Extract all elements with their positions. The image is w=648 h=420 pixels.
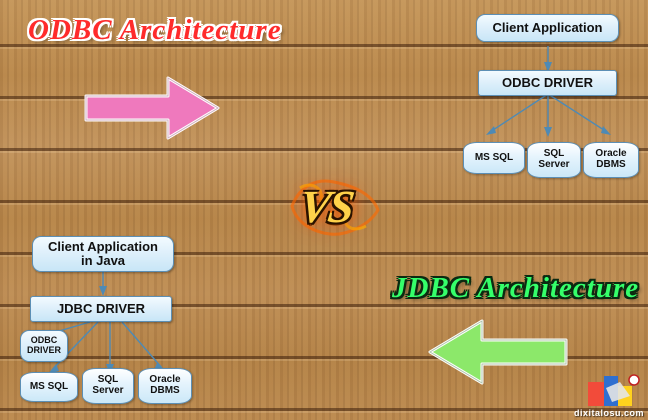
logo-icon (588, 374, 640, 406)
jdbc-architecture-title: JDBC Architecture (392, 272, 640, 304)
jdbc-driver-label: JDBC DRIVER (56, 300, 146, 316)
jdbc-client-application-label-line1: Client Application (47, 238, 159, 254)
watermark: dixitalosu.com (574, 374, 644, 418)
jdbc-client-application-box[interactable]: Client Application in Java (32, 236, 174, 272)
versus-badge: VS (286, 176, 382, 238)
odbc-db-oracle-dbms-label: Oracle DBMS (595, 148, 627, 170)
jdbc-db-oracle-dbms-label: Oracle DBMS (149, 374, 181, 396)
jdbc-green-arrow-icon (428, 319, 568, 385)
odbc-driver-label: ODBC DRIVER (501, 74, 593, 90)
odbc-pink-arrow-icon (84, 76, 220, 140)
odbc-db-ms-sql[interactable]: MS SQL (463, 142, 525, 174)
jdbc-odbc-driver-label-line2: DRIVER (26, 345, 61, 355)
odbc-driver-box[interactable]: ODBC DRIVER (478, 70, 617, 96)
jdbc-db-ms-sql-label: MS SQL (29, 380, 69, 392)
jdbc-db-oracle-dbms[interactable]: Oracle DBMS (138, 368, 192, 404)
jdbc-db-sql-server-label: SQL Server (92, 374, 124, 396)
jdbc-db-sql-server[interactable]: SQL Server (82, 368, 134, 404)
odbc-architecture-title: ODBC Architecture (28, 14, 282, 46)
odbc-client-application-box[interactable]: Client Application (476, 14, 619, 42)
odbc-db-ms-sql-label: MS SQL (474, 151, 514, 163)
odbc-client-application-label: Client Application (492, 19, 603, 35)
odbc-db-oracle-dbms[interactable]: Oracle DBMS (583, 142, 639, 178)
jdbc-odbc-driver-label-line1: ODBC (30, 335, 58, 346)
watermark-text: dixitalosu.com (573, 408, 644, 418)
versus-label: VS (296, 181, 356, 232)
odbc-db-sql-server[interactable]: SQL Server (527, 142, 581, 178)
jdbc-db-ms-sql[interactable]: MS SQL (20, 372, 78, 402)
jdbc-client-application-label-line2: in Java (80, 253, 126, 268)
odbc-db-sql-server-label: SQL Server (538, 148, 570, 170)
jdbc-driver-box[interactable]: JDBC DRIVER (30, 296, 172, 322)
jdbc-odbc-driver-box[interactable]: ODBC DRIVER (20, 330, 68, 362)
